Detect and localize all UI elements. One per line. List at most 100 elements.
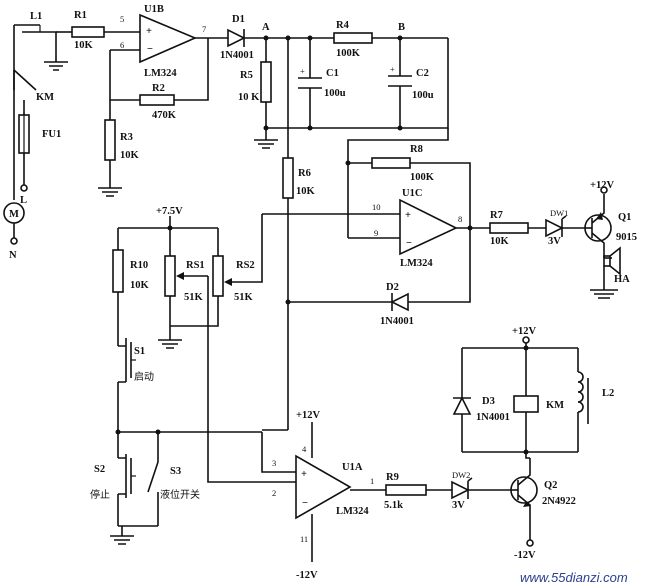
s2-desc: 停止 <box>90 488 110 501</box>
inductor-l2 <box>577 348 589 452</box>
diode-d3 <box>452 396 472 415</box>
r8-value: 100K <box>410 172 435 183</box>
svg-text:+: + <box>146 26 152 37</box>
d3-part: 1N4001 <box>476 412 510 423</box>
dw2-value: 3V <box>452 500 465 511</box>
u1a-pin11: 11 <box>300 534 308 544</box>
q1-ref: Q1 <box>618 212 631 223</box>
dw1-value: 3V <box>548 236 561 247</box>
q2-ref: Q2 <box>544 480 557 491</box>
r1-ref: R1 <box>74 10 87 21</box>
u1a-part: LM324 <box>336 506 369 517</box>
r6-ref: R6 <box>298 168 311 179</box>
resistor-r2 <box>139 94 175 106</box>
ground-symbol <box>44 61 68 71</box>
svg-text:+: + <box>300 66 305 76</box>
s1-desc: 启动 <box>134 370 154 383</box>
rs1-ref: RS1 <box>186 260 205 271</box>
rs2-ref: RS2 <box>236 260 255 271</box>
opamp-u1c: + − <box>399 198 458 256</box>
svg-text:−: − <box>147 44 153 55</box>
l2-label: L2 <box>602 388 614 399</box>
u1a-pin3: 3 <box>272 458 276 468</box>
l1-label: L1 <box>30 11 42 22</box>
node-b-label: B <box>398 22 405 33</box>
d2-part: 1N4001 <box>380 316 414 327</box>
u1c-ref: U1C <box>402 188 422 199</box>
km-contact-label: KM <box>36 92 54 103</box>
resistor-r3 <box>104 119 116 161</box>
transistor-q1 <box>584 194 612 258</box>
u1a-pin4: 4 <box>302 444 307 454</box>
svg-text:−: − <box>302 498 308 509</box>
q2-vee-label: -12V <box>514 550 536 561</box>
line-l-label: L <box>20 195 27 206</box>
km-coil-label: KM <box>546 400 564 411</box>
s2-ref: S2 <box>94 464 105 475</box>
line-n-label: N <box>9 250 17 261</box>
switch-s1 <box>118 338 136 383</box>
zener-dw1 <box>545 215 567 238</box>
peak-detector: D1 1N4001 A R4 100K B R5 10 K + C1 100u <box>220 14 449 149</box>
c1-ref: C1 <box>326 68 339 79</box>
r9-ref: R9 <box>386 472 399 483</box>
d1-part: 1N4001 <box>220 50 254 61</box>
u1a-pin2: 2 <box>272 488 276 498</box>
u1a-pin1: 1 <box>370 476 374 486</box>
resistor-r6 <box>282 157 294 199</box>
rs1-value: 51K <box>184 292 204 303</box>
u1c-part: LM324 <box>400 258 433 269</box>
c2-value: 100u <box>412 90 434 101</box>
q2-part: 2N4922 <box>542 496 576 507</box>
r2-value: 470K <box>152 110 177 121</box>
setpoint-section: +7.5V R10 10K RS1 51K RS2 51K <box>90 206 296 545</box>
u1b-stage: R1 10K 5 6 + − U1B LM324 R2 470K R3 10K … <box>56 4 228 197</box>
u1c-pin8: 8 <box>458 214 462 224</box>
opamp-u1b: + − <box>139 13 198 64</box>
u1b-part: LM324 <box>144 68 177 79</box>
q1-part: 9015 <box>616 232 637 243</box>
switch-s3 <box>147 432 159 526</box>
inductor-l1 <box>22 25 57 62</box>
u1a-vee-label: -12V <box>296 570 318 581</box>
svg-text:+: + <box>405 210 411 221</box>
u1b-ref: U1B <box>144 4 164 15</box>
c1-value: 100u <box>324 88 346 99</box>
r10-value: 10K <box>130 280 150 291</box>
rs2-value: 51K <box>234 292 254 303</box>
zener-dw2 <box>451 477 473 500</box>
r8-ref: R8 <box>410 144 423 155</box>
q1-vcc-label: +12V <box>590 180 614 191</box>
relay-coil-km <box>513 395 539 413</box>
opamp-u1a: + − <box>295 454 352 520</box>
watermark: www.55dianzi.com <box>520 570 628 585</box>
r5-ref: R5 <box>240 70 253 81</box>
u1b-pin6: 6 <box>120 40 124 50</box>
resistor-r10 <box>112 249 124 293</box>
resistor-r1 <box>71 26 105 38</box>
resistor-r9 <box>385 484 427 496</box>
resistor-r7 <box>489 222 529 234</box>
potentiometer-rs1 <box>164 255 176 297</box>
s3-ref: S3 <box>170 466 181 477</box>
u1a-stage: +12V 4 + − 3 2 U1A LM324 11 -12V 1 R9 5.… <box>262 410 576 581</box>
plus-7-5v-label: +7.5V <box>156 206 183 217</box>
r7-value: 10K <box>490 236 510 247</box>
resistor-r4 <box>333 32 373 44</box>
d3-ref: D3 <box>482 396 495 407</box>
motor-label: M <box>9 209 19 220</box>
r3-value: 10K <box>120 150 140 161</box>
diode-d2 <box>390 292 409 312</box>
resistor-r8 <box>371 157 411 169</box>
s3-desc: 液位开关 <box>160 488 200 501</box>
c2-ref: C2 <box>416 68 429 79</box>
u1a-ref: U1A <box>342 462 363 473</box>
fu1-label: FU1 <box>42 129 61 140</box>
svg-text:−: − <box>406 238 412 249</box>
potentiometer-rs2 <box>212 255 224 297</box>
node-a-label: A <box>262 22 270 33</box>
r3-ref: R3 <box>120 132 133 143</box>
r9-value: 5.1k <box>384 500 403 511</box>
r4-value: 100K <box>336 48 361 59</box>
